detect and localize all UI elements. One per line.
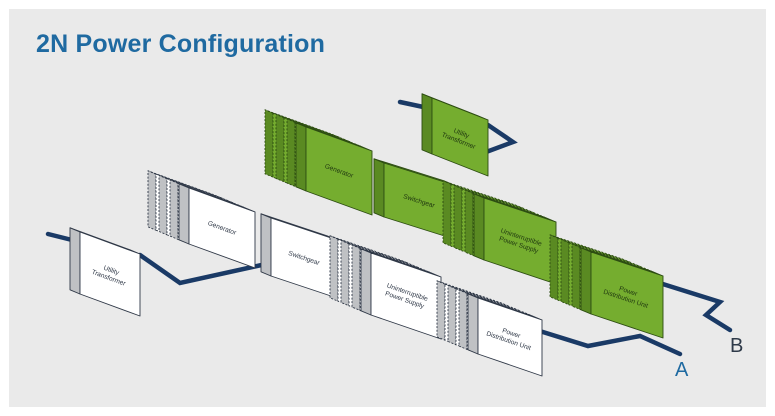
path-a-generator: Generator <box>147 170 256 269</box>
path-a-utility-transformer-label: UtilityTransformer <box>91 261 130 288</box>
path-b-ups: UninterruptiblePower Supply <box>442 180 557 285</box>
path-a-switchgear: Switchgear <box>260 213 338 299</box>
equipment: GeneratorUtilityTransformerSwitchgearUni… <box>69 93 664 377</box>
path-b-generator: Generator <box>264 109 373 216</box>
path-b-switchgear: Switchgear <box>373 158 455 240</box>
page-title: 2N Power Configuration <box>36 30 326 58</box>
path-a-pdu: PowerDistribution Unit <box>436 280 543 377</box>
path-b-pdu: PowerDistribution Unit <box>549 234 664 339</box>
path-b-end-label: B <box>730 335 743 357</box>
path-a-end-label: A <box>675 359 689 381</box>
path-a-utility-transformer: UtilityTransformer <box>69 227 141 317</box>
path-b-utility-transformer: UtilityTransformer <box>421 93 489 177</box>
cable-a-pdu-out <box>527 325 683 357</box>
cable-a-transformer-switchgear <box>137 252 278 286</box>
path-a-ups: UninterruptiblePower Supply <box>329 235 442 340</box>
cable-b-pdu-out <box>647 277 733 333</box>
